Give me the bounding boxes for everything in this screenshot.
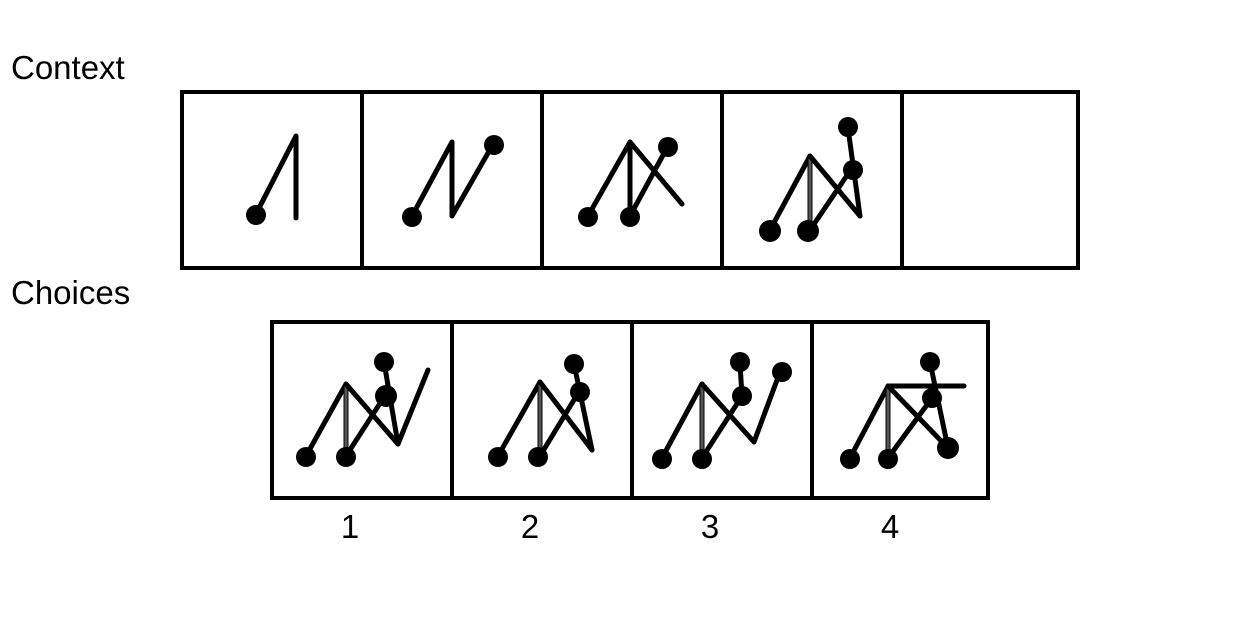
- context-panel-4: [720, 94, 900, 266]
- choice-panel-4[interactable]: [810, 324, 990, 496]
- choices-strip: [270, 320, 990, 500]
- context-panel-1: [184, 94, 360, 266]
- choice-figure-3: [652, 352, 792, 469]
- context-panel-5-empty: [900, 94, 1080, 266]
- choice-panel-2[interactable]: [450, 324, 630, 496]
- choice-number-3: 3: [700, 508, 720, 545]
- choice-figure-1: [296, 352, 431, 467]
- choice-panel-1[interactable]: [274, 324, 450, 496]
- choice-number-4: 4: [880, 508, 900, 545]
- context-panel-3: [540, 94, 720, 266]
- choice-number-1: 1: [340, 508, 360, 545]
- choice-figure-4: [840, 352, 967, 469]
- choices-label: Choices: [11, 274, 131, 311]
- context-figure-4: [759, 117, 863, 242]
- context-label: Context: [11, 49, 125, 86]
- context-figure-2: [402, 135, 504, 227]
- context-panel-2: [360, 94, 540, 266]
- context-strip: [180, 90, 1080, 270]
- choice-panel-3[interactable]: [630, 324, 810, 496]
- context-figure-3: [578, 137, 685, 227]
- choice-figure-2: [488, 354, 595, 467]
- choice-number-2: 2: [520, 508, 540, 545]
- context-figure-1: [246, 133, 299, 225]
